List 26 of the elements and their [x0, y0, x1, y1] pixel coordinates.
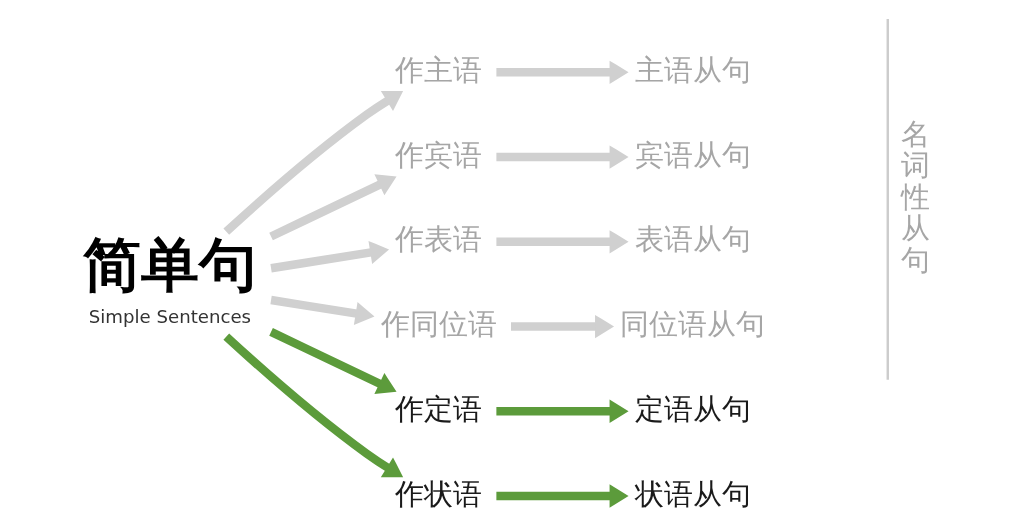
node-text: 同位语从句: [619, 307, 765, 342]
arrow: [222, 91, 403, 235]
node-text: 作表语: [394, 222, 482, 257]
node-text: 表语从句: [634, 222, 751, 257]
arrow: [510, 314, 614, 339]
arrow: [495, 230, 629, 254]
arrow: [495, 484, 629, 508]
arrow: [269, 295, 374, 325]
arrow: [495, 399, 629, 423]
node-text: 作主语: [394, 52, 482, 87]
node-text: 作定语: [394, 391, 482, 426]
node-text: 作宾语: [394, 137, 482, 172]
arrow: [222, 333, 403, 478]
arrow: [495, 145, 629, 169]
node-text: 宾语从句: [634, 137, 751, 172]
node-text: 主语从句: [634, 52, 751, 87]
node-text: 作状语: [394, 476, 482, 511]
node-text: 简单句 Simple Sentences: [82, 229, 257, 327]
node-text: 作同位语: [380, 307, 497, 342]
label: 名词性从句: [900, 116, 930, 277]
node-text: 定语从句: [634, 391, 751, 426]
arrow: [268, 174, 397, 241]
node-text: 状语从句: [634, 476, 751, 511]
arrow: [269, 240, 389, 273]
arrow: [495, 60, 629, 84]
arrow: [268, 328, 397, 395]
